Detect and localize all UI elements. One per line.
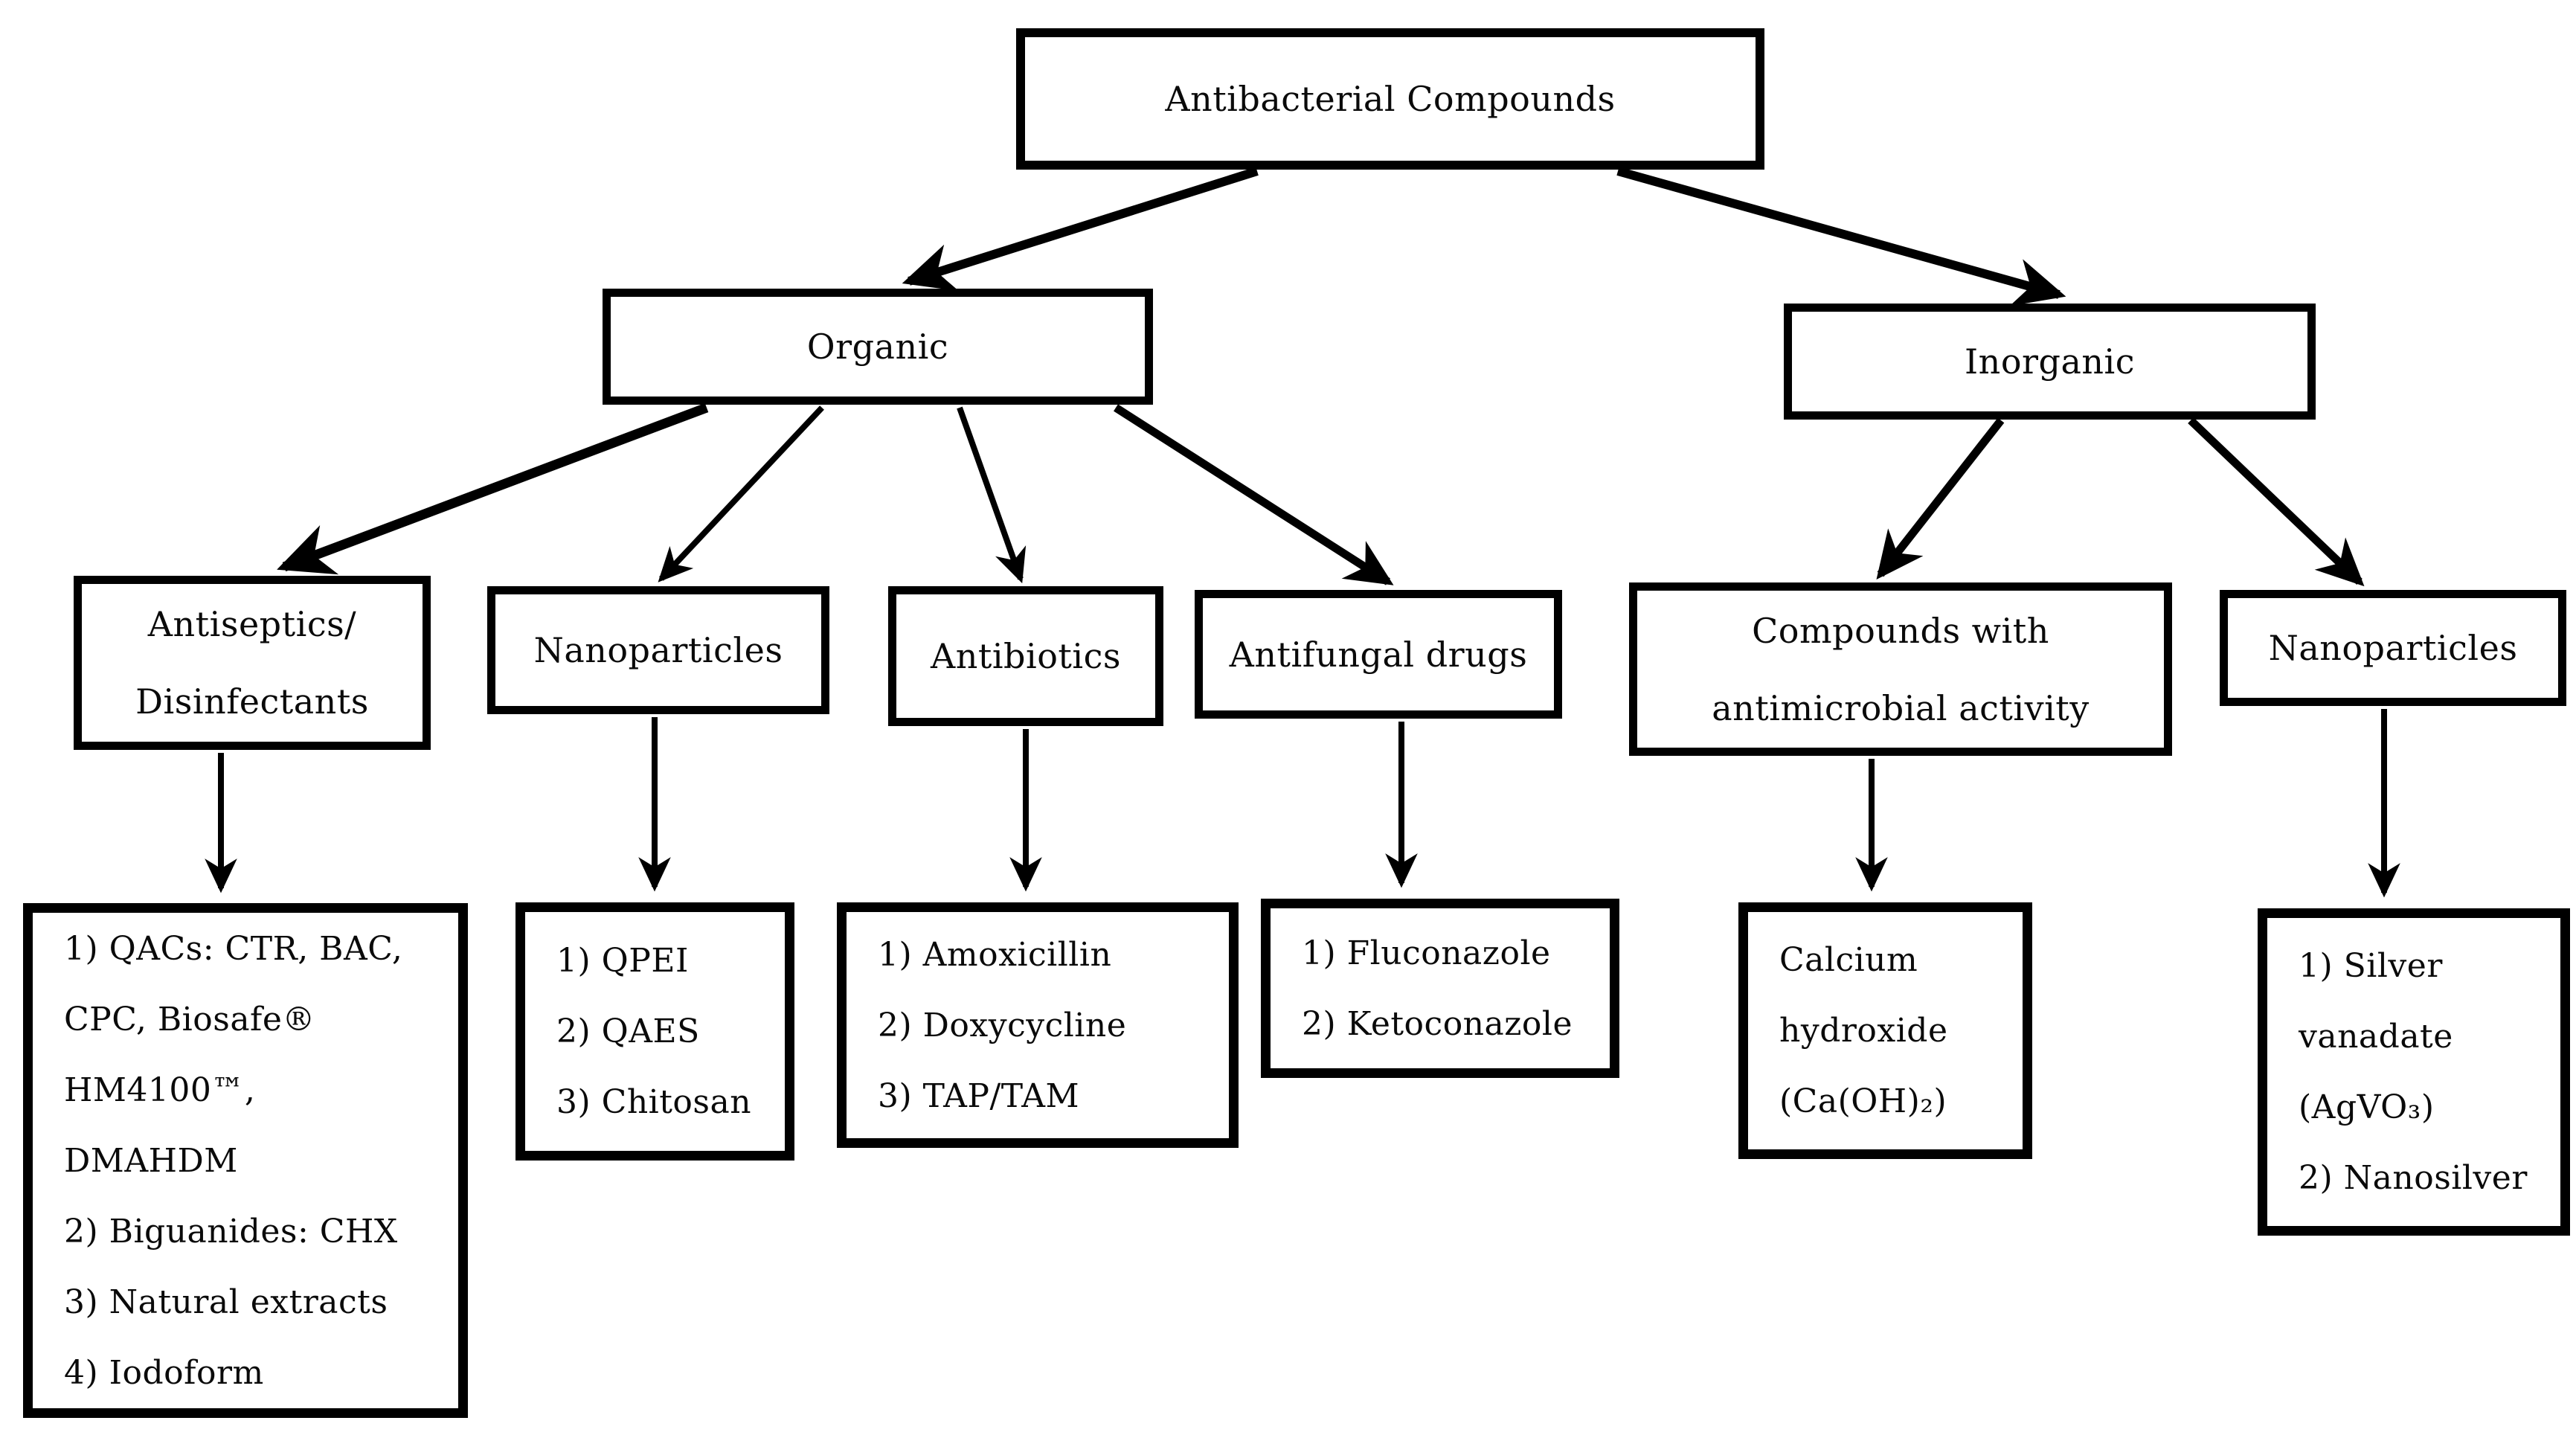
node-antiseptics-disinfectants: Antiseptics/ Disinfectants [74,576,431,750]
node-label: Organic [806,327,949,367]
node-compounds-antimicrobial-activity: Compounds with antimicrobial activity [1629,582,2172,756]
list-line: 2) Nanosilver [2299,1159,2528,1197]
arrow-organic-to-antibiotics [957,406,1027,584]
node-label: Antibiotics [931,636,1121,676]
list-line: 4) Iodoform [64,1353,264,1392]
node-label: Antifungal drugs [1229,634,1528,675]
arrow-organic-to-antiseptics [277,402,709,575]
node-label: Inorganic [1965,341,2135,382]
list-calcium-hydroxide: Calcium hydroxide (Ca(OH)₂) [1738,902,2032,1159]
node-antibacterial-compounds: Antibacterial Compounds [1016,28,1764,170]
node-antifungal-drugs: Antifungal drugs [1195,590,1562,719]
node-organic: Organic [603,289,1153,405]
list-line: vanadate [2299,1018,2453,1056]
arrow-inorganic-to-compounds [1876,417,2005,580]
node-label: Antibacterial Compounds [1165,79,1616,119]
arrow-inorganic-to-nanoparticles [2188,417,2365,587]
list-line: 1) Silver [2299,947,2443,985]
list-line: CPC, Biosafe® [64,1000,315,1039]
list-line: 1) QPEI [556,942,689,980]
list-line: hydroxide [1779,1012,1948,1050]
node-label-line: Disinfectants [135,681,369,722]
node-nanoparticles-inorganic: Nanoparticles [2220,590,2566,706]
node-label: Nanoparticles [533,630,783,670]
list-line: (Ca(OH)₂) [1779,1082,1947,1120]
node-label: Nanoparticles [2268,628,2518,668]
node-label-line: antimicrobial activity [1712,687,2090,728]
node-label-line: Compounds with [1752,610,2049,651]
list-line: 2) Biguanides: CHX [64,1212,398,1251]
arrow-root-to-organic [902,167,1259,292]
list-antifungal-items: 1) Fluconazole 2) Ketoconazole [1261,899,1619,1078]
list-line: 1) Amoxicillin [878,935,1112,974]
node-label-line: Antiseptics/ [147,604,357,644]
list-line: 1) QACs: CTR, BAC, [64,929,403,968]
list-antibiotics-items: 1) Amoxicillin 2) Doxycycline 3) TAP/TAM [837,902,1239,1148]
list-antiseptics-items: 1) QACs: CTR, BAC, CPC, Biosafe® HM4100™… [23,903,468,1418]
list-line: 2) Ketoconazole [1302,1004,1573,1043]
arrow-organic-to-nanoparticles [658,405,824,582]
node-nanoparticles-organic: Nanoparticles [487,586,829,714]
list-line: 2) QAES [556,1012,700,1050]
arrow-organic-to-antifungal [1114,404,1394,585]
list-line: 3) TAP/TAM [878,1076,1080,1115]
list-line: HM4100™, [64,1071,256,1109]
node-inorganic: Inorganic [1784,304,2316,420]
list-line: 1) Fluconazole [1302,934,1551,972]
list-organic-nanoparticles-items: 1) QPEI 2) QAES 3) Chitosan [515,902,794,1161]
list-inorganic-nanoparticles-items: 1) Silver vanadate (AgVO₃) 2) Nanosilver [2258,908,2570,1236]
list-line: DMAHDM [64,1141,238,1180]
arrow-root-to-inorganic [1616,167,2066,306]
node-antibiotics: Antibiotics [888,586,1163,726]
list-line: Calcium [1779,941,1918,979]
list-line: (AgVO₃) [2299,1088,2435,1126]
list-line: 2) Doxycycline [878,1006,1127,1044]
list-line: 3) Natural extracts [64,1283,388,1321]
list-line: 3) Chitosan [556,1083,752,1121]
